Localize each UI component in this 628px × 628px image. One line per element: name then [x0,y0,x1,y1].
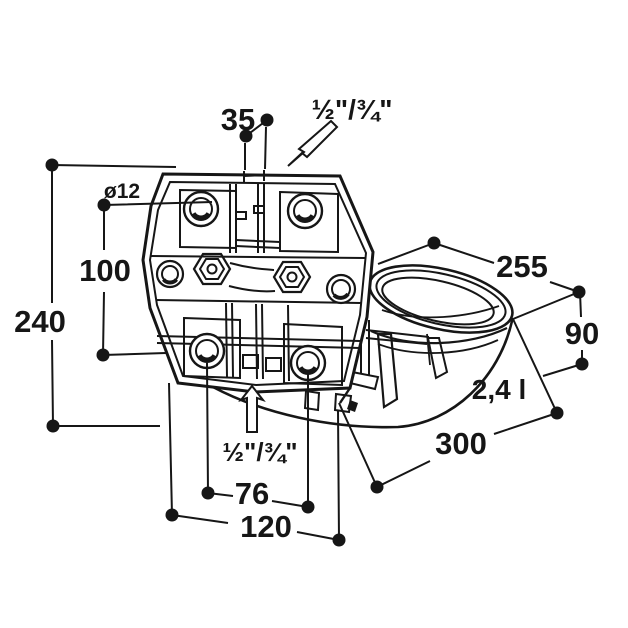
dim-100-label: 100 [79,253,131,288]
dimension-lines [51,119,583,541]
bowl-fin [376,332,399,409]
dia-12-label: ø12 [104,180,140,203]
thread-arrow-up-icon [238,384,266,433]
bottom-stubs [303,387,358,414]
top-slot [243,170,265,182]
dim-120-label: 120 [240,509,292,544]
dim-90-label: 90 [565,316,599,351]
dim-35-label: 35 [221,102,255,137]
bowl-fin [426,337,449,380]
hex-bosses [192,252,312,294]
bowl-drawing [212,264,514,429]
dim-255-label: 255 [496,249,548,284]
capacity-label: 2,4 l [472,374,526,405]
mounting-holes [182,190,327,382]
dim-300-label: 300 [435,426,487,461]
dim-76-label: 76 [235,476,269,511]
plate-ribs [150,184,366,387]
dimension-dots [45,113,589,547]
thread-arrow-down-left-icon [287,119,339,167]
mounting-plate-drawing [141,170,375,414]
side-holes [155,259,357,305]
thread-top-label: ½"/¾" [311,94,392,125]
dim-240-label: 240 [14,304,66,339]
thread-bottom-label: ½"/¾" [222,437,297,467]
